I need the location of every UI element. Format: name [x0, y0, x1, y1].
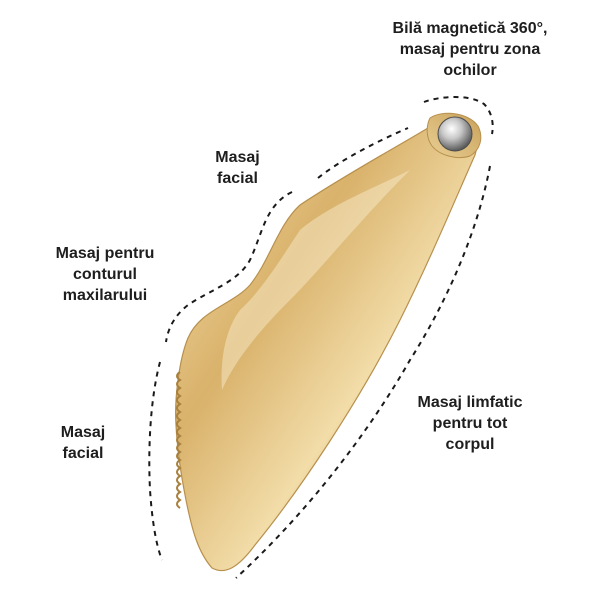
label-jaw-line3: maxilarului: [62, 287, 148, 304]
dash-line-facial-bottom: [148, 361, 163, 561]
label-eye-ball: Bilă magnetică 360°, masaj pentru zona o…: [355, 18, 585, 81]
label-lymph-line1: Masaj limfatic: [417, 394, 523, 411]
label-facial-bottom-line2: facial: [62, 445, 104, 462]
label-eye-line1: Bilă magnetică 360°,: [392, 20, 548, 37]
label-facial-bottom-line1: Masaj: [60, 424, 106, 441]
dash-line-jaw: [165, 191, 293, 343]
label-facial-top: Masaj facial: [190, 147, 285, 189]
label-lymph-line2: pentru tot: [432, 415, 508, 432]
label-facial-bottom: Masaj facial: [38, 422, 128, 464]
magnetic-ball: [437, 116, 473, 152]
label-lymphatic: Masaj limfatic pentru tot corpul: [395, 392, 545, 455]
label-eye-line3: ochilor: [443, 62, 497, 79]
serrated-edge: [176, 371, 182, 509]
dash-line-facial-top: [317, 127, 409, 179]
label-lymph-line3: corpul: [445, 436, 495, 453]
gold-blade-shape: [175, 123, 477, 572]
label-jaw-line1: Masaj pentru: [55, 245, 155, 262]
label-eye-line2: masaj pentru zona: [399, 41, 541, 58]
label-jawline: Masaj pentru conturul maxilarului: [30, 243, 180, 306]
dash-line-lymphatic: [235, 165, 491, 579]
label-jaw-line2: conturul: [73, 266, 137, 283]
dash-line-eye: [423, 96, 494, 135]
label-facial-top-line1: Masaj: [215, 149, 260, 166]
label-facial-top-line2: facial: [217, 170, 258, 187]
